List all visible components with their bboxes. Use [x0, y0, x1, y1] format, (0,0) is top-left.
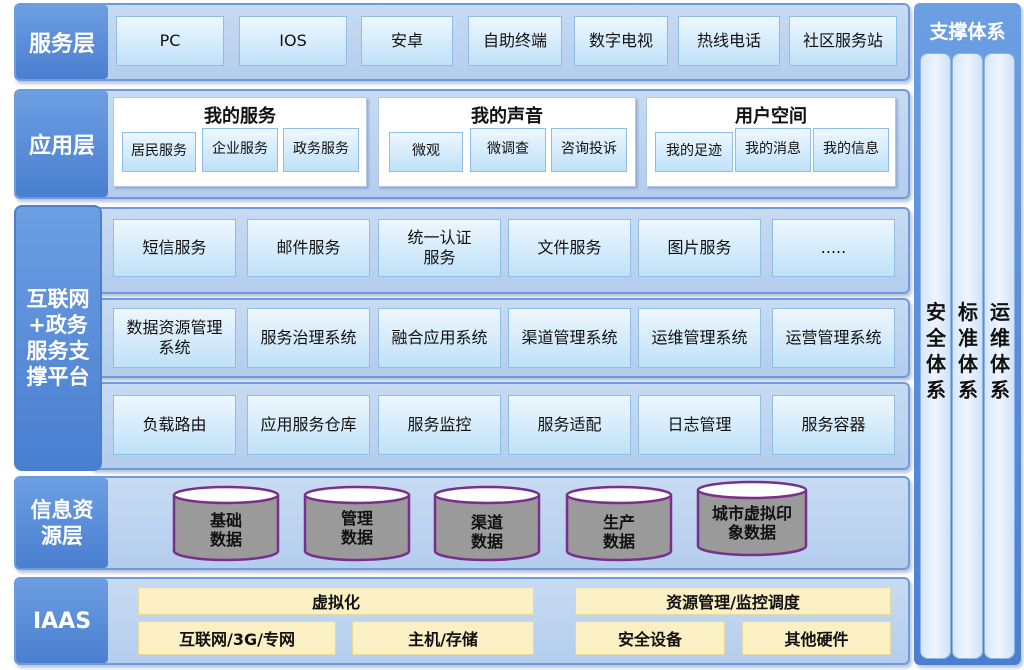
- iaas-host-storage[interactable]: 主机/存储: [352, 621, 534, 655]
- iaas-layer-label: IAAS: [16, 579, 108, 663]
- database-icon: [433, 485, 541, 562]
- app-group-my-services: 我的服务 居民服务 企业服务 政务服务: [113, 97, 367, 187]
- service-channel-kiosk[interactable]: 自助终端: [468, 16, 562, 66]
- platform-channel-mgmt[interactable]: 渠道管理系统: [508, 308, 631, 368]
- iaas-virtualization[interactable]: 虚拟化: [138, 587, 534, 615]
- service-channel-digital-tv[interactable]: 数字电视: [574, 16, 668, 66]
- platform-service-monitor[interactable]: 服务监控: [378, 395, 501, 455]
- iaas-other-hardware[interactable]: 其他硬件: [742, 621, 891, 655]
- iaas-network[interactable]: 互联网/3G/专网: [138, 621, 336, 655]
- service-channel-hotline[interactable]: 热线电话: [678, 16, 780, 66]
- platform-file-service[interactable]: 文件服务: [508, 219, 631, 277]
- db-production-data[interactable]: 生产数据: [565, 485, 673, 563]
- platform-operation-mgmt[interactable]: 运营管理系统: [772, 308, 895, 368]
- db-channel-data[interactable]: 渠道数据: [433, 485, 541, 563]
- platform-sms-service[interactable]: 短信服务: [113, 219, 236, 277]
- app-item-government-service[interactable]: 政务服务: [283, 128, 359, 172]
- db-label: 管理数据: [340, 509, 373, 548]
- platform-fusion-app[interactable]: 融合应用系统: [378, 308, 501, 368]
- app-group-title: 我的声音: [471, 106, 543, 127]
- db-label: 城市虚拟印象数据: [712, 504, 793, 543]
- support-column-security[interactable]: 安全体系: [920, 53, 951, 659]
- app-item-my-footprint[interactable]: 我的足迹: [655, 132, 733, 172]
- db-label: 生产数据: [602, 513, 635, 552]
- support-column-label: 安全体系: [926, 300, 946, 402]
- database-icon: [565, 485, 673, 562]
- support-column-standards[interactable]: 标准体系: [952, 53, 983, 659]
- platform-more[interactable]: .....: [772, 219, 895, 277]
- app-item-survey[interactable]: 微调查: [470, 128, 546, 172]
- service-channel-ios[interactable]: IOS: [239, 16, 347, 66]
- db-label: 基础数据: [209, 511, 242, 550]
- platform-label: 互联网+政务服务支撑平台: [14, 205, 102, 471]
- db-management-data[interactable]: 管理数据: [303, 485, 411, 563]
- db-basic-data[interactable]: 基础数据: [172, 485, 280, 563]
- platform-service-container[interactable]: 服务容器: [772, 395, 895, 455]
- app-group-title: 用户空间: [735, 106, 807, 127]
- app-item-my-messages[interactable]: 我的消息: [735, 128, 811, 172]
- iaas-security-devices[interactable]: 安全设备: [575, 621, 725, 655]
- platform-image-service[interactable]: 图片服务: [638, 219, 761, 277]
- support-column-label: 运维体系: [990, 300, 1010, 402]
- app-item-resident-service[interactable]: 居民服务: [122, 132, 196, 172]
- platform-log-mgmt[interactable]: 日志管理: [638, 395, 761, 455]
- platform-label-text: 互联网+政务服务支撑平台: [26, 286, 90, 390]
- db-label: 渠道数据: [470, 513, 503, 552]
- support-system-title: 支撑体系: [929, 21, 1006, 43]
- app-item-my-info[interactable]: 我的信息: [813, 128, 889, 172]
- service-channel-pc[interactable]: PC: [116, 16, 224, 66]
- service-channel-community[interactable]: 社区服务站: [789, 16, 897, 66]
- platform-ops-mgmt[interactable]: 运维管理系统: [638, 308, 761, 368]
- app-group-title: 我的服务: [204, 106, 276, 127]
- app-item-complaint[interactable]: 咨询投诉: [551, 128, 627, 172]
- support-system-panel: 支撑体系 安全体系 标准体系 运维体系: [914, 3, 1021, 665]
- support-column-label: 标准体系: [958, 300, 978, 402]
- support-column-operations[interactable]: 运维体系: [984, 53, 1015, 659]
- app-item-enterprise-service[interactable]: 企业服务: [202, 128, 278, 172]
- platform-service-governance[interactable]: 服务治理系统: [247, 308, 370, 368]
- platform-data-resource-mgmt[interactable]: 数据资源管理系统: [113, 308, 236, 368]
- database-icon: [696, 480, 808, 557]
- iaas-resource-scheduling[interactable]: 资源管理/监控调度: [575, 587, 891, 615]
- platform-load-routing[interactable]: 负载路由: [113, 395, 236, 455]
- app-item-weiguan[interactable]: 微观: [389, 132, 463, 172]
- service-channel-android[interactable]: 安卓: [361, 16, 453, 66]
- platform-unified-auth[interactable]: 统一认证服务: [378, 219, 501, 277]
- platform-service-adapter[interactable]: 服务适配: [508, 395, 631, 455]
- app-group-my-voice: 我的声音 微观 微调查 咨询投诉: [378, 97, 636, 187]
- database-icon: [172, 485, 280, 562]
- database-icon: [303, 485, 411, 562]
- service-layer-label: 服务层: [16, 5, 108, 79]
- db-city-virtual-data[interactable]: 城市虚拟印象数据: [696, 480, 808, 558]
- platform-app-repository[interactable]: 应用服务仓库: [247, 395, 370, 455]
- app-group-user-space: 用户空间 我的足迹 我的消息 我的信息: [646, 97, 896, 187]
- app-layer-label: 应用层: [16, 91, 108, 197]
- platform-mail-service[interactable]: 邮件服务: [247, 219, 370, 277]
- info-layer-label: 信息资源层: [16, 478, 108, 568]
